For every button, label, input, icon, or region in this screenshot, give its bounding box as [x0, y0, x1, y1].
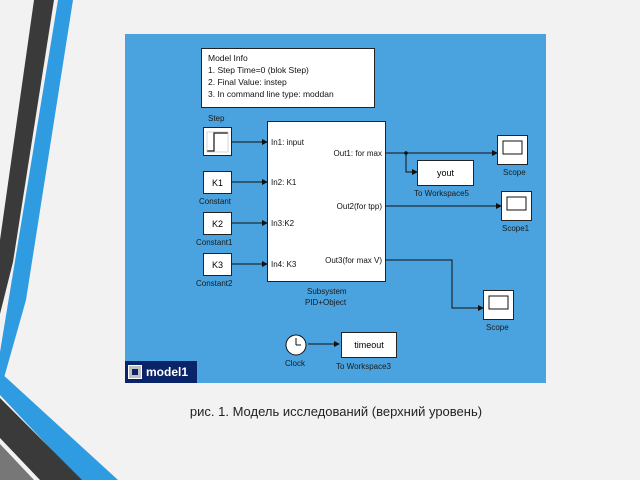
model-title: model1 — [146, 365, 189, 379]
timeout-block[interactable]: timeout — [341, 332, 397, 358]
subsystem-out1: Out1: for max — [333, 149, 382, 158]
model-info-line-2: 2. Final Value: instep — [208, 77, 287, 87]
signal-lines — [232, 139, 502, 347]
scope-icon — [502, 140, 523, 155]
scope1-label: Scope1 — [502, 224, 530, 233]
scope2-icon — [488, 295, 509, 310]
model-info-block[interactable]: Model Info 1. Step Time=0 (blok Step) 2.… — [201, 48, 375, 108]
constant1-label: Constant1 — [196, 238, 233, 247]
figure-caption: рис. 1. Модель исследований (верхний уро… — [189, 404, 483, 419]
subsystem-block[interactable]: In1: input In2: K1 In3:K2 In4: K3 Out1: … — [267, 121, 386, 282]
subsystem-out3: Out3(for max V) — [325, 256, 382, 265]
subsystem-label: Subsystem — [307, 287, 347, 296]
constant-k3-block[interactable]: K3 — [203, 253, 232, 276]
clock-label: Clock — [285, 359, 306, 368]
model-window-icon — [128, 365, 142, 379]
model-info-line-3: 3. In command line type: moddan — [208, 89, 334, 99]
scope2-block[interactable] — [483, 290, 514, 320]
clock-icon[interactable] — [284, 333, 308, 357]
to-workspace5-label: To Workspace5 — [414, 189, 469, 198]
scope2-label: Scope — [486, 323, 509, 332]
step-label: Step — [208, 114, 225, 123]
constant2-label: Constant2 — [196, 279, 233, 288]
model-info-line-1: 1. Step Time=0 (blok Step) — [208, 65, 309, 75]
subsystem-in4: In4: K3 — [271, 260, 297, 269]
subsystem-out2: Out2(for tpp) — [336, 202, 382, 211]
model-titlebar[interactable]: model1 — [125, 361, 197, 383]
constant-k2-block[interactable]: K2 — [203, 212, 232, 235]
scope-block[interactable] — [497, 135, 528, 165]
constant-k1-block[interactable]: K1 — [203, 171, 232, 194]
subsystem-sublabel: PID+Object — [305, 298, 347, 307]
subsystem-in3: In3:K2 — [271, 219, 295, 228]
step-icon — [206, 131, 229, 153]
scope1-block[interactable] — [501, 191, 532, 221]
simulink-model-window: Model Info 1. Step Time=0 (blok Step) 2.… — [125, 34, 546, 383]
constant-label: Constant — [199, 197, 232, 206]
to-workspace3-label: To Workspace3 — [336, 362, 391, 371]
subsystem-in2: In2: K1 — [271, 178, 297, 187]
yout-block[interactable]: yout — [417, 160, 474, 186]
model-info-title: Model Info — [208, 53, 248, 63]
scope1-icon — [506, 196, 527, 211]
scope-label: Scope — [503, 168, 526, 177]
subsystem-in1: In1: input — [271, 138, 304, 147]
step-block[interactable] — [203, 127, 232, 156]
